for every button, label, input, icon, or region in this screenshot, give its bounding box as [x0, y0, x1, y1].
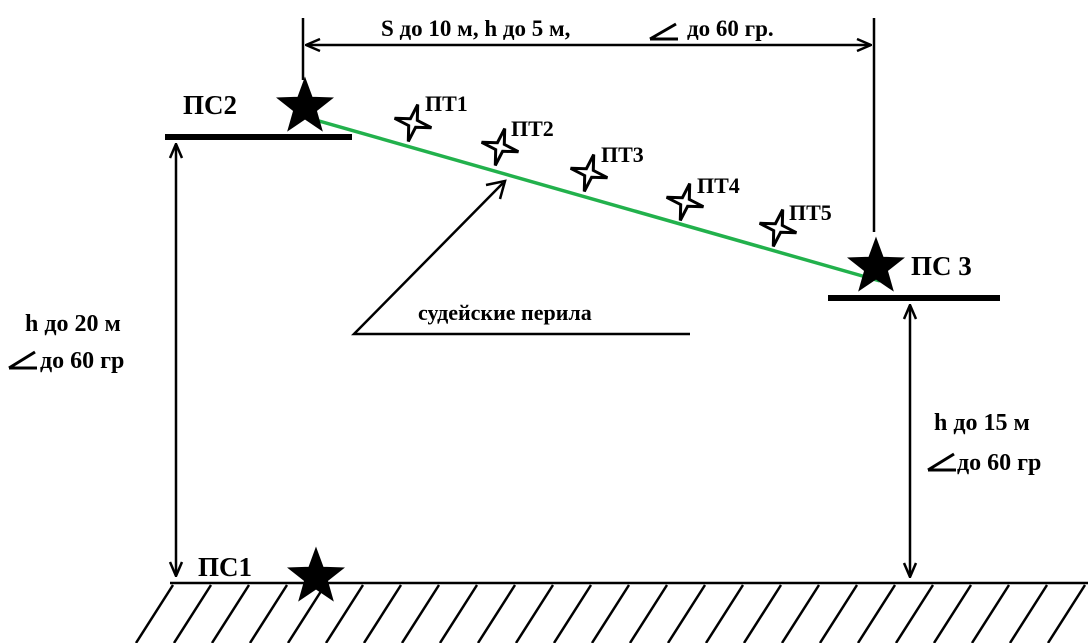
hatch-line	[286, 584, 327, 643]
judges-rope-callout: судейские перила	[351, 179, 690, 336]
hatch-line	[134, 584, 175, 643]
point-pt1: ПТ1	[393, 91, 468, 143]
ps2-star-icon	[276, 76, 334, 132]
hatch-line	[704, 584, 745, 643]
right-angle-label: до 60 гр	[957, 450, 1041, 476]
point-pt2: ПТ2	[480, 116, 554, 167]
judges-rope-line	[304, 115, 881, 283]
ps1-star-icon	[287, 546, 345, 602]
left-angle-label: до 60 гр	[40, 348, 124, 374]
hatch-line	[590, 584, 631, 643]
ps1-label: ПС1	[198, 552, 252, 582]
hatch-line	[324, 584, 365, 643]
hatch-line	[780, 584, 821, 643]
hollow-four-point-star-icon	[758, 208, 798, 248]
hatch-line	[970, 584, 1011, 643]
ground-hatching	[134, 584, 1087, 643]
left-height-label: h до 20 м	[25, 311, 121, 337]
hatch-line	[818, 584, 859, 643]
hatch-line	[210, 584, 251, 643]
right-height-label: h до 15 м	[934, 410, 1030, 436]
hollow-four-point-star-icon	[393, 103, 433, 143]
hatch-line	[362, 584, 403, 643]
ps3-label: ПС 3	[911, 251, 972, 281]
hatch-line	[742, 584, 783, 643]
hatch-line	[894, 584, 935, 643]
point-pt3: ПТ3	[569, 142, 644, 193]
point-pt4-label: ПТ4	[697, 173, 740, 198]
hollow-star-shape	[393, 103, 433, 143]
top-angle-label: до 60 гр.	[687, 16, 774, 41]
ground	[134, 581, 1088, 643]
angle-icon	[8, 350, 37, 370]
judges-rope-leader	[351, 182, 690, 336]
point-pt5-label: ПТ5	[789, 200, 832, 225]
hatch-line	[552, 584, 593, 643]
hollow-star-shape	[569, 153, 609, 193]
hollow-four-point-star-icon	[665, 182, 705, 222]
judges-rope-label: судейские перила	[418, 300, 592, 325]
ps2-label: ПС2	[183, 90, 237, 120]
top-span-label: S до 10 м, h до 5 м,	[381, 16, 570, 41]
right-dimension: h до 15 м до 60 гр	[910, 305, 1041, 577]
hollow-star-shape	[665, 182, 705, 222]
hatch-line	[248, 584, 289, 643]
hatch-line	[628, 584, 669, 643]
top-dimension: S до 10 м, h до 5 м, до 60 гр.	[301, 16, 876, 232]
judges-rope-leader-arrowhead	[485, 179, 507, 200]
point-pt3-label: ПТ3	[601, 142, 644, 167]
hatch-line	[1008, 584, 1049, 643]
hatch-line	[514, 584, 555, 643]
hatch-line	[172, 584, 213, 643]
hollow-four-point-star-icon	[569, 153, 609, 193]
hatch-line	[856, 584, 897, 643]
hatch-line	[1046, 584, 1087, 643]
hollow-four-point-star-icon	[480, 127, 520, 167]
hatch-line	[438, 584, 479, 643]
angle-icon	[649, 22, 678, 41]
hatch-line	[666, 584, 707, 643]
point-pt4: ПТ4	[665, 173, 740, 222]
hatch-line	[932, 584, 973, 643]
point-pt2-label: ПТ2	[511, 116, 554, 141]
left-dimension: h до 20 м до 60 гр	[8, 144, 176, 576]
hollow-star-shape	[758, 208, 798, 248]
point-pt5: ПТ5	[758, 200, 832, 248]
stage-markers	[276, 76, 905, 602]
hatch-line	[476, 584, 517, 643]
ps3-star-icon	[847, 236, 905, 292]
hollow-star-shape	[480, 127, 520, 167]
intermediate-points: ПТ1 ПТ2 ПТ3 ПТ4 ПТ5	[393, 91, 832, 248]
point-pt1-label: ПТ1	[425, 91, 468, 116]
angle-icon	[927, 452, 956, 472]
hatch-line	[400, 584, 441, 643]
